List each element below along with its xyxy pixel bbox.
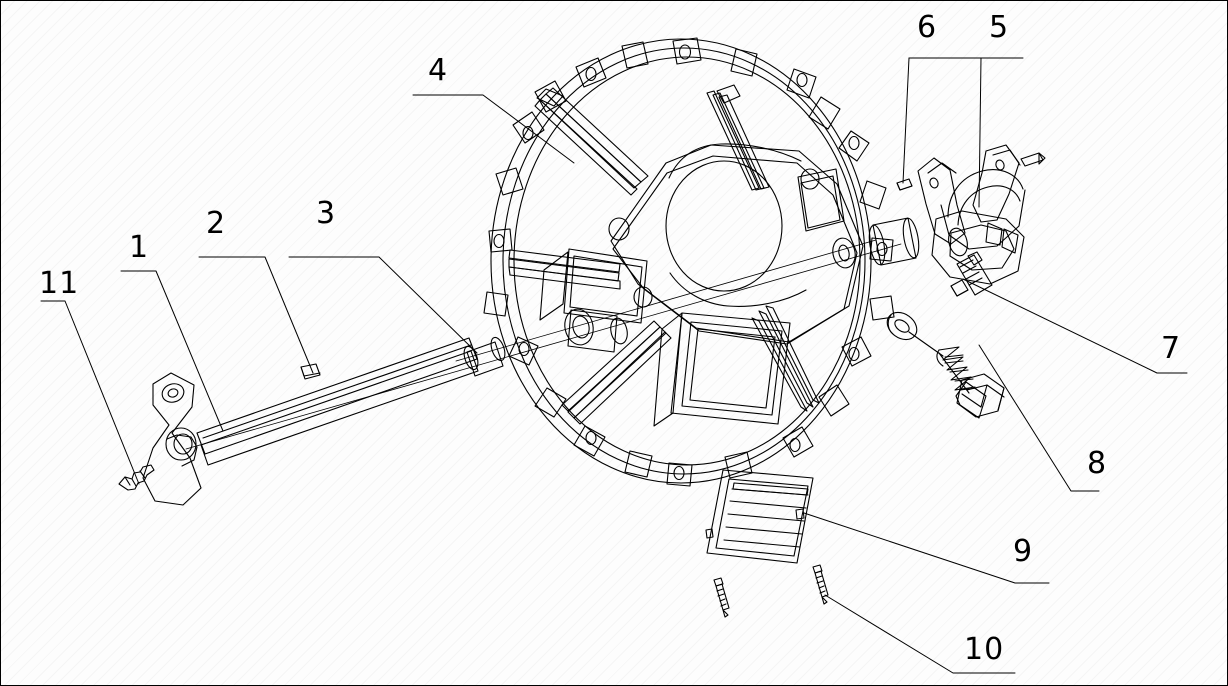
callout-5[interactable]: 5 — [989, 10, 1010, 45]
shaft-key — [300, 363, 321, 380]
callout-1[interactable]: 1 — [129, 230, 150, 265]
housing-left-pocket — [539, 248, 648, 324]
leader-lines — [40, 57, 1188, 674]
housing-rim-tabs — [483, 41, 895, 479]
spring-washer-bolt — [886, 311, 1005, 419]
housing-rib-pads — [536, 84, 741, 107]
fork-retaining-pin — [896, 178, 913, 191]
grease-nipple — [118, 464, 155, 491]
inspection-cover-plate — [705, 469, 814, 564]
release-shaft — [200, 350, 479, 466]
bell-housing — [483, 37, 895, 487]
hub-hole-b — [608, 217, 630, 241]
housing-center-bore — [665, 143, 807, 307]
fork-clamp-bolt — [950, 251, 993, 297]
callout-10[interactable]: 10 — [964, 632, 1005, 667]
housing-right-shaft-boss — [832, 237, 856, 269]
hub-hole-a — [800, 168, 820, 190]
housing-bolt-bosses — [488, 37, 894, 487]
release-fork — [917, 144, 1046, 285]
shaft-bushing — [463, 336, 506, 377]
housing-inspection-window — [653, 312, 791, 427]
release-shaft-assembly — [118, 336, 506, 506]
housing-right-pocket — [797, 168, 845, 232]
right-shaft-bushing — [868, 217, 920, 266]
cover-screw-right — [812, 564, 829, 605]
housing-ribs — [508, 87, 820, 425]
cover-screw-left — [713, 577, 730, 618]
callout-7[interactable]: 7 — [1161, 331, 1182, 366]
callout-4[interactable]: 4 — [428, 53, 449, 88]
callout-8[interactable]: 8 — [1087, 446, 1108, 481]
callout-3[interactable]: 3 — [316, 196, 337, 231]
callout-9[interactable]: 9 — [1013, 534, 1034, 569]
callout-2[interactable]: 2 — [206, 206, 227, 241]
release-lever-arm — [142, 372, 202, 506]
housing-hub-casting — [610, 144, 864, 345]
shaft-axis-line — [185, 243, 902, 450]
callout-11[interactable]: 11 — [39, 266, 80, 301]
callout-6[interactable]: 6 — [917, 10, 938, 45]
spring-coils — [936, 346, 977, 394]
